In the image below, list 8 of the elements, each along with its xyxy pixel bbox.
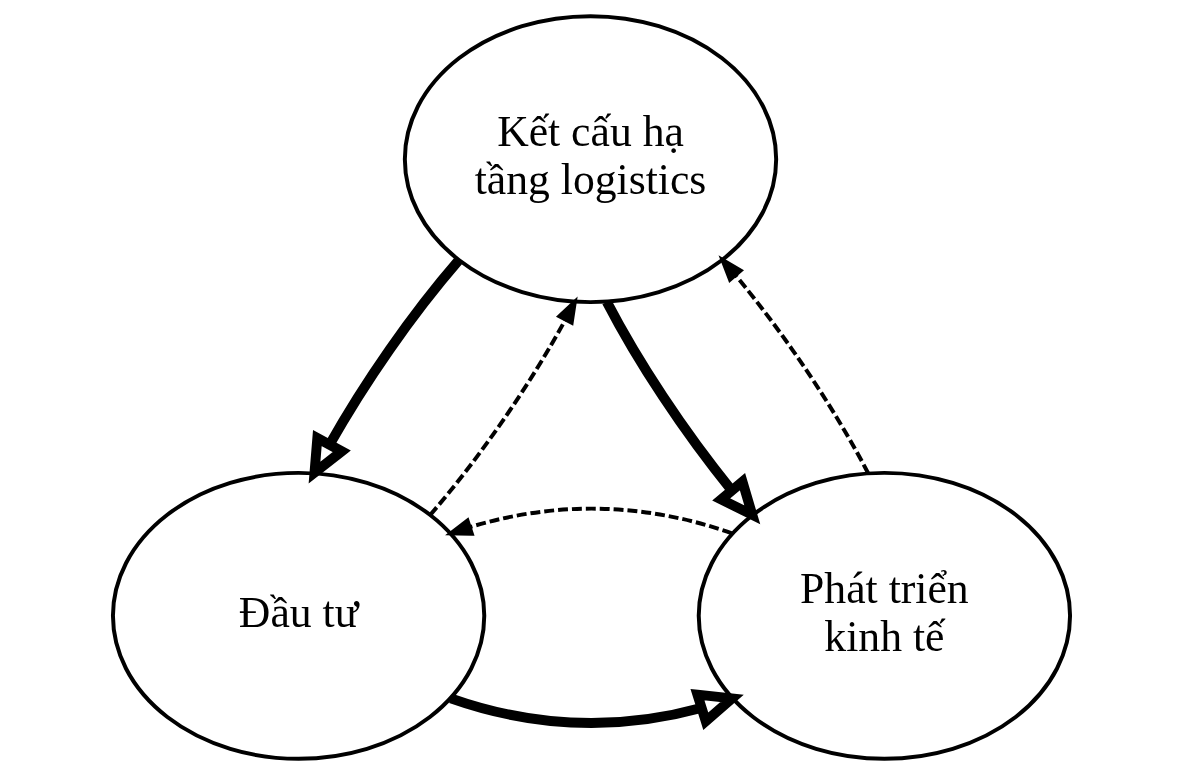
- arrow: [601, 299, 760, 525]
- arrow: [428, 296, 578, 517]
- arrow: [308, 257, 462, 484]
- arrow: [718, 255, 870, 475]
- arrow: [448, 688, 744, 730]
- node-ellipse: Đầu tư: [110, 470, 486, 761]
- arrow: [444, 506, 733, 536]
- node-ellipse: Kết cấu hạ tầng logistics: [402, 14, 778, 305]
